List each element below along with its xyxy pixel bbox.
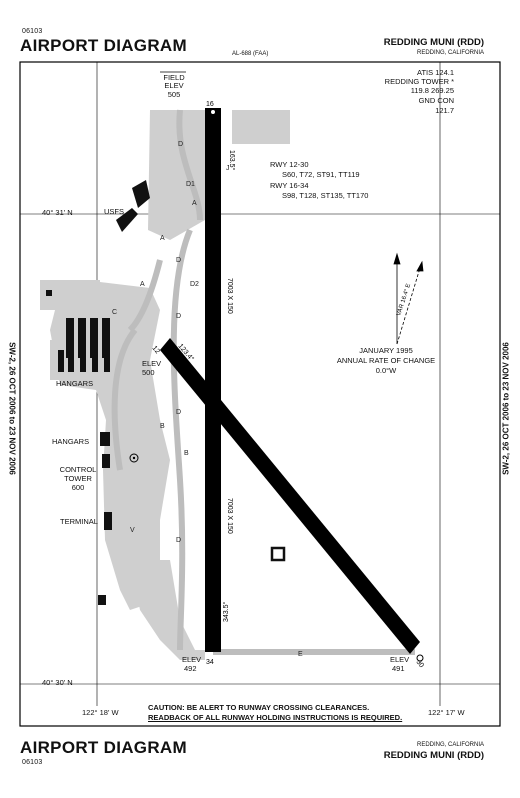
runway-12-30 <box>160 338 420 654</box>
elev-34-value: 492 <box>184 664 197 673</box>
terminal-label: TERMINAL <box>60 517 98 526</box>
svg-text:D: D <box>178 141 183 148</box>
svg-text:A: A <box>192 200 197 207</box>
document-id: AL-688 (FAA) <box>232 51 269 57</box>
latitude-top-label: 40° 31' N <box>42 208 73 217</box>
svg-text:12: 12 <box>150 345 160 356</box>
svg-text:D: D <box>176 409 181 416</box>
chart-title: AIRPORT DIAGRAM <box>20 36 187 55</box>
field-elev-value: 505 <box>167 90 181 99</box>
control-tower-label: CONTROL <box>59 465 97 474</box>
footer-procedure-number: 06103 <box>22 759 43 766</box>
taxiway-labels: D D1 A A A D D2 D D D C B B V E J <box>112 141 303 658</box>
svg-text:B: B <box>160 423 165 430</box>
runway-12-30-title: RWY 12-30 <box>270 160 309 169</box>
control-tower-symbol <box>129 453 139 463</box>
svg-text:16: 16 <box>206 101 214 108</box>
svg-text:B: B <box>184 450 189 457</box>
ground-frequency: 121.7 <box>435 106 454 115</box>
elev-30-label: ELEV <box>390 655 410 664</box>
elev-12-label: ELEV <box>142 359 162 368</box>
latitude-bottom-label: 40° 30' N <box>42 678 73 687</box>
svg-text:VAR 16.4° E: VAR 16.4° E <box>396 283 412 317</box>
longitude-right-label: 122° 17' W <box>428 708 465 717</box>
svg-text:D2: D2 <box>190 281 199 288</box>
runway-12-30-strength: S60, T72, ST91, TT119 <box>282 170 360 179</box>
svg-text:D: D <box>176 537 181 544</box>
footer-city-state: REDDING, CALIFORNIA <box>416 742 484 748</box>
runway-16-34 <box>205 108 221 652</box>
svg-text:163.5°: 163.5° <box>228 150 236 171</box>
hangars-label-south: HANGARS <box>52 437 90 446</box>
magvar-date: JANUARY 1995 <box>359 346 413 355</box>
chart-frame <box>19 61 501 727</box>
atis-frequency: ATIS 124.1 <box>417 68 454 77</box>
caution-line-1: CAUTION: BE ALERT TO RUNWAY CROSSING CLE… <box>148 703 370 712</box>
hangar-buildings <box>46 180 286 605</box>
runway-16-34-strength: S98, T128, ST135, TT170 <box>282 191 369 200</box>
control-tower-label-2: TOWER <box>64 474 92 483</box>
procedure-number: 06103 <box>22 28 43 35</box>
hangars-label-north: HANGARS <box>56 379 94 388</box>
taxiway-network <box>111 109 415 655</box>
footer-title: AIRPORT DIAGRAM <box>20 738 187 757</box>
svg-text:A: A <box>140 281 145 288</box>
magnetic-north-arrow <box>393 252 424 345</box>
svg-text:V: V <box>130 527 135 534</box>
elev-12-value: 500 <box>142 368 155 377</box>
runway-16-34-title: RWY 16-34 <box>270 181 309 190</box>
svg-text:343.5°: 343.5° <box>222 601 230 622</box>
svg-text:D: D <box>176 313 181 320</box>
magvar-caption: ANNUAL RATE OF CHANGE <box>336 356 436 365</box>
field-elev-title: FIELD <box>163 73 185 82</box>
tower-frequency: 119.8 269.25 <box>410 86 454 95</box>
svg-text:D1: D1 <box>186 181 195 188</box>
svg-text:E: E <box>298 651 303 658</box>
elev-30-value: 491 <box>392 664 405 673</box>
svg-text:7003 X 150: 7003 X 150 <box>226 498 233 534</box>
caution-line-2: READBACK OF ALL RUNWAY HOLDING INSTRUCTI… <box>148 713 403 722</box>
svg-text:C: C <box>112 309 117 316</box>
usfs-label: USFS <box>104 207 125 216</box>
longitude-left-label: 122° 18' W <box>82 708 119 717</box>
magvar-rate: 0.0°W <box>375 366 397 375</box>
svg-text:7003 X 150: 7003 X 150 <box>226 278 233 314</box>
elev-34-label: ELEV <box>182 655 202 664</box>
svg-text:A: A <box>160 235 165 242</box>
svg-text:D: D <box>176 257 181 264</box>
field-elev-sub: ELEV <box>164 81 184 90</box>
footer-airport-name: REDDING MUNI (RDD) <box>383 750 484 761</box>
ground-label: GND CON <box>418 96 454 105</box>
control-tower-elevation: 600 <box>71 483 85 492</box>
svg-text:34: 34 <box>206 659 214 666</box>
svg-text:30: 30 <box>414 659 424 670</box>
city-state: REDDING, CALIFORNIA <box>416 50 484 56</box>
svg-text:J: J <box>226 165 230 172</box>
airport-name: REDDING MUNI (RDD) <box>383 37 484 48</box>
field-elevation-marker <box>160 71 424 662</box>
tower-label: REDDING TOWER * <box>384 77 454 86</box>
